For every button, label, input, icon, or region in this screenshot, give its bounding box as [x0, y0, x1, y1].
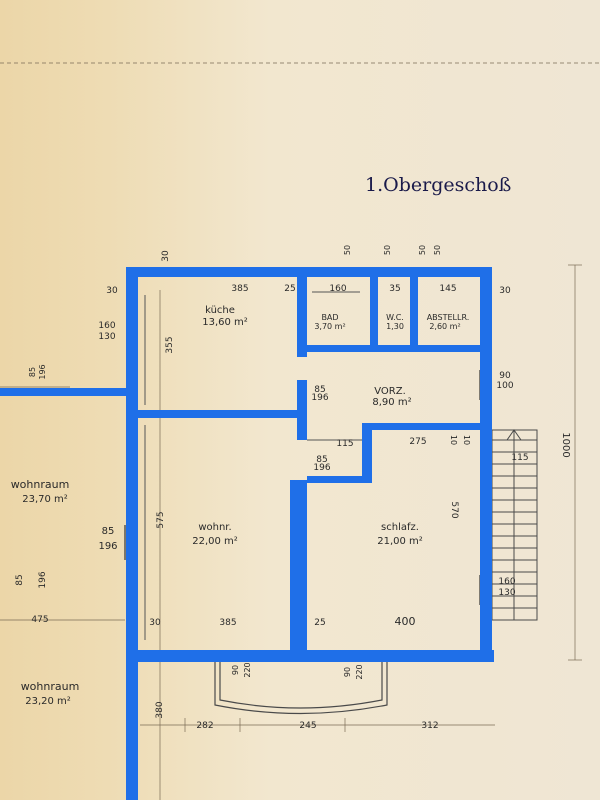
dim-label: 85	[15, 574, 25, 585]
dim-label: 50	[433, 245, 442, 255]
dim-label: 385	[231, 284, 248, 294]
dim-label: 575	[156, 511, 166, 528]
dim-label: 570	[449, 501, 459, 518]
dim-label: 196	[98, 541, 117, 552]
room-name-bad: BAD	[321, 313, 338, 322]
room-name-wohnr: wohnr.	[198, 522, 231, 533]
dim-label: 312	[421, 721, 438, 731]
room-area-vorz: 8,90 m²	[372, 397, 411, 408]
dim-label: 85	[28, 367, 37, 377]
dim-label: 90	[343, 667, 352, 677]
vertical-dimension-labels: 355 575 570 1000 30 50 50 50 50 90 220 9…	[15, 245, 571, 719]
room-area-wc: 1,30	[386, 322, 404, 331]
dim-label: 50	[343, 245, 352, 255]
dim-label: 385	[219, 618, 236, 628]
dim-label: 130	[498, 588, 515, 598]
dim-label: 160	[498, 577, 515, 587]
dim-label: 282	[196, 721, 213, 731]
bay-window	[214, 662, 388, 715]
dim-label: 90	[231, 665, 240, 675]
room-name-wc: W.C.	[386, 313, 404, 322]
dim-label: 30	[106, 286, 118, 296]
dim-label: 475	[31, 615, 48, 625]
room-area-abstellr: 2,60 m²	[429, 322, 460, 331]
dim-label: 245	[299, 721, 316, 731]
dim-label: 220	[243, 662, 252, 677]
dim-label: 50	[418, 245, 427, 255]
dim-label: 130	[98, 332, 115, 342]
room-name-abstellr: ABSTELLR.	[427, 313, 470, 322]
dim-label: 196	[38, 571, 48, 588]
dim-label: 196	[311, 393, 328, 403]
dim-label: 25	[284, 284, 295, 294]
dim-label: 10	[449, 435, 458, 445]
dim-label: 25	[314, 618, 325, 628]
room-name-vorz: VORZ.	[374, 386, 406, 397]
room-name-kueche: küche	[205, 305, 235, 316]
dimension-labels: 30 385 25 160 35 145 30 160 130 85 196 8…	[31, 284, 528, 731]
dim-label: 220	[355, 664, 364, 679]
interior-lines	[144, 291, 362, 640]
dim-label: 85	[314, 385, 325, 395]
room-name-wohnraum-2: wohnraum	[21, 680, 80, 693]
dim-label: 115	[511, 453, 528, 463]
dim-label: 160	[329, 284, 346, 294]
room-labels: küche 13,60 m² BAD 3,70 m² W.C. 1,30 ABS…	[11, 305, 470, 707]
staircase	[491, 429, 538, 621]
room-name-wohnraum-1: wohnraum	[11, 478, 70, 491]
walls	[0, 267, 494, 800]
dim-label: 355	[165, 336, 175, 353]
dim-label: 10	[462, 435, 471, 445]
dim-label: 35	[389, 284, 400, 294]
room-area-wohnraum-2: 23,20 m²	[25, 696, 71, 707]
dim-label: 196	[313, 463, 330, 473]
dim-label: 275	[409, 437, 426, 447]
room-area-kueche: 13,60 m²	[202, 317, 248, 328]
dim-label: 30	[499, 286, 511, 296]
dim-label: 380	[155, 701, 165, 718]
dim-label: 115	[336, 439, 353, 449]
sheet-title: 1.Obergeschoß	[365, 174, 512, 196]
room-area-wohnr: 22,00 m²	[192, 536, 238, 547]
room-area-schlafz: 21,00 m²	[377, 536, 423, 547]
dim-label: 196	[38, 364, 47, 379]
dim-label: 85	[316, 455, 327, 465]
dim-label: 90	[499, 371, 511, 381]
dim-label: 160	[98, 321, 115, 331]
dim-label: 50	[383, 245, 392, 255]
dim-label: 30	[149, 618, 161, 628]
dim-label: 1000	[560, 432, 571, 457]
dim-label: 30	[161, 250, 171, 262]
room-area-bad: 3,70 m²	[314, 322, 345, 331]
room-name-schlafz: schlafz.	[381, 522, 419, 533]
dim-label: 100	[496, 381, 513, 391]
room-area-wohnraum-1: 23,70 m²	[22, 494, 68, 505]
dim-label: 85	[102, 526, 115, 537]
dim-label: 400	[395, 615, 416, 628]
dim-label: 145	[439, 284, 456, 294]
